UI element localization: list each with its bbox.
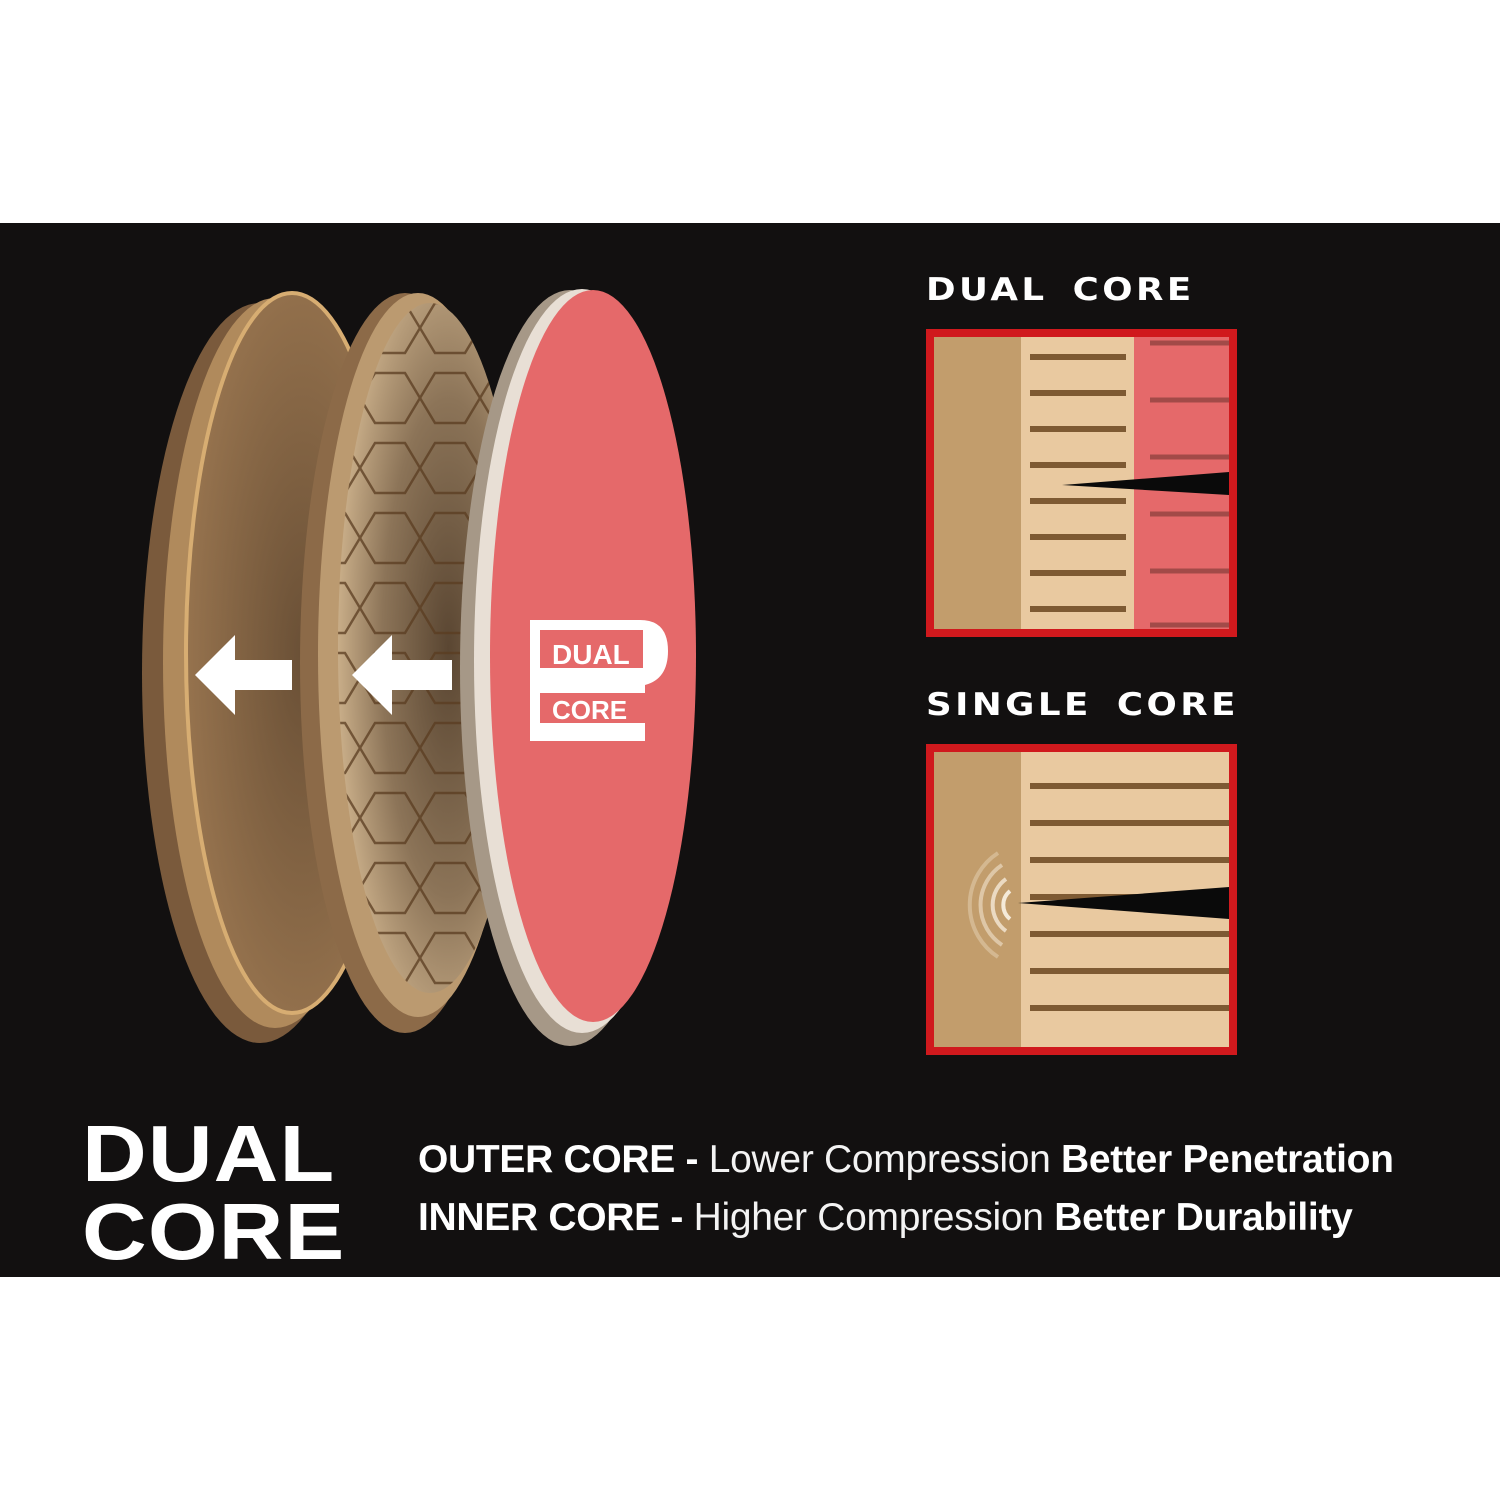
page-title: DUAL CORE — [82, 1109, 346, 1276]
logo-line1: DUAL — [552, 639, 630, 670]
dartboard-banner: DUAL CORE — [0, 223, 1500, 1277]
arrow-left-icon — [352, 635, 452, 715]
inner-core-line: INNER CORE - Higher Compression Better D… — [418, 1196, 1353, 1240]
dual-core-illustration: DUAL CORE — [142, 289, 1237, 1055]
outer-core-desc: Lower Compression — [708, 1138, 1062, 1181]
inner-core-name: INNER CORE — [418, 1196, 660, 1239]
outer-core-name: OUTER CORE — [418, 1138, 676, 1181]
single-core-panel-label: SINGLE CORE — [926, 687, 1239, 723]
outer-core-line: OUTER CORE - Lower Compression Better Pe… — [418, 1138, 1394, 1182]
outer-core-sep: - — [675, 1138, 709, 1181]
dart-tip-icon — [1018, 887, 1229, 919]
inner-core-benefit: Better Durability — [1054, 1196, 1353, 1239]
inner-core-sep: - — [659, 1196, 694, 1239]
title-line1: DUAL — [82, 1109, 336, 1198]
outer-core-benefit: Better Penetration — [1061, 1138, 1394, 1181]
inner-core-desc: Higher Compression — [693, 1196, 1055, 1239]
vibration-waves-icon — [967, 851, 1012, 959]
arrow-left-icon — [195, 635, 292, 715]
dual-core-logo: DUAL CORE — [530, 620, 668, 741]
dual-core-panel — [926, 329, 1237, 637]
logo-line2: CORE — [552, 695, 627, 725]
title-line2: CORE — [82, 1187, 346, 1276]
dart-tip-icon — [1062, 472, 1229, 495]
dual-core-panel-label: DUAL CORE — [926, 272, 1195, 308]
single-core-panel — [926, 744, 1237, 1055]
